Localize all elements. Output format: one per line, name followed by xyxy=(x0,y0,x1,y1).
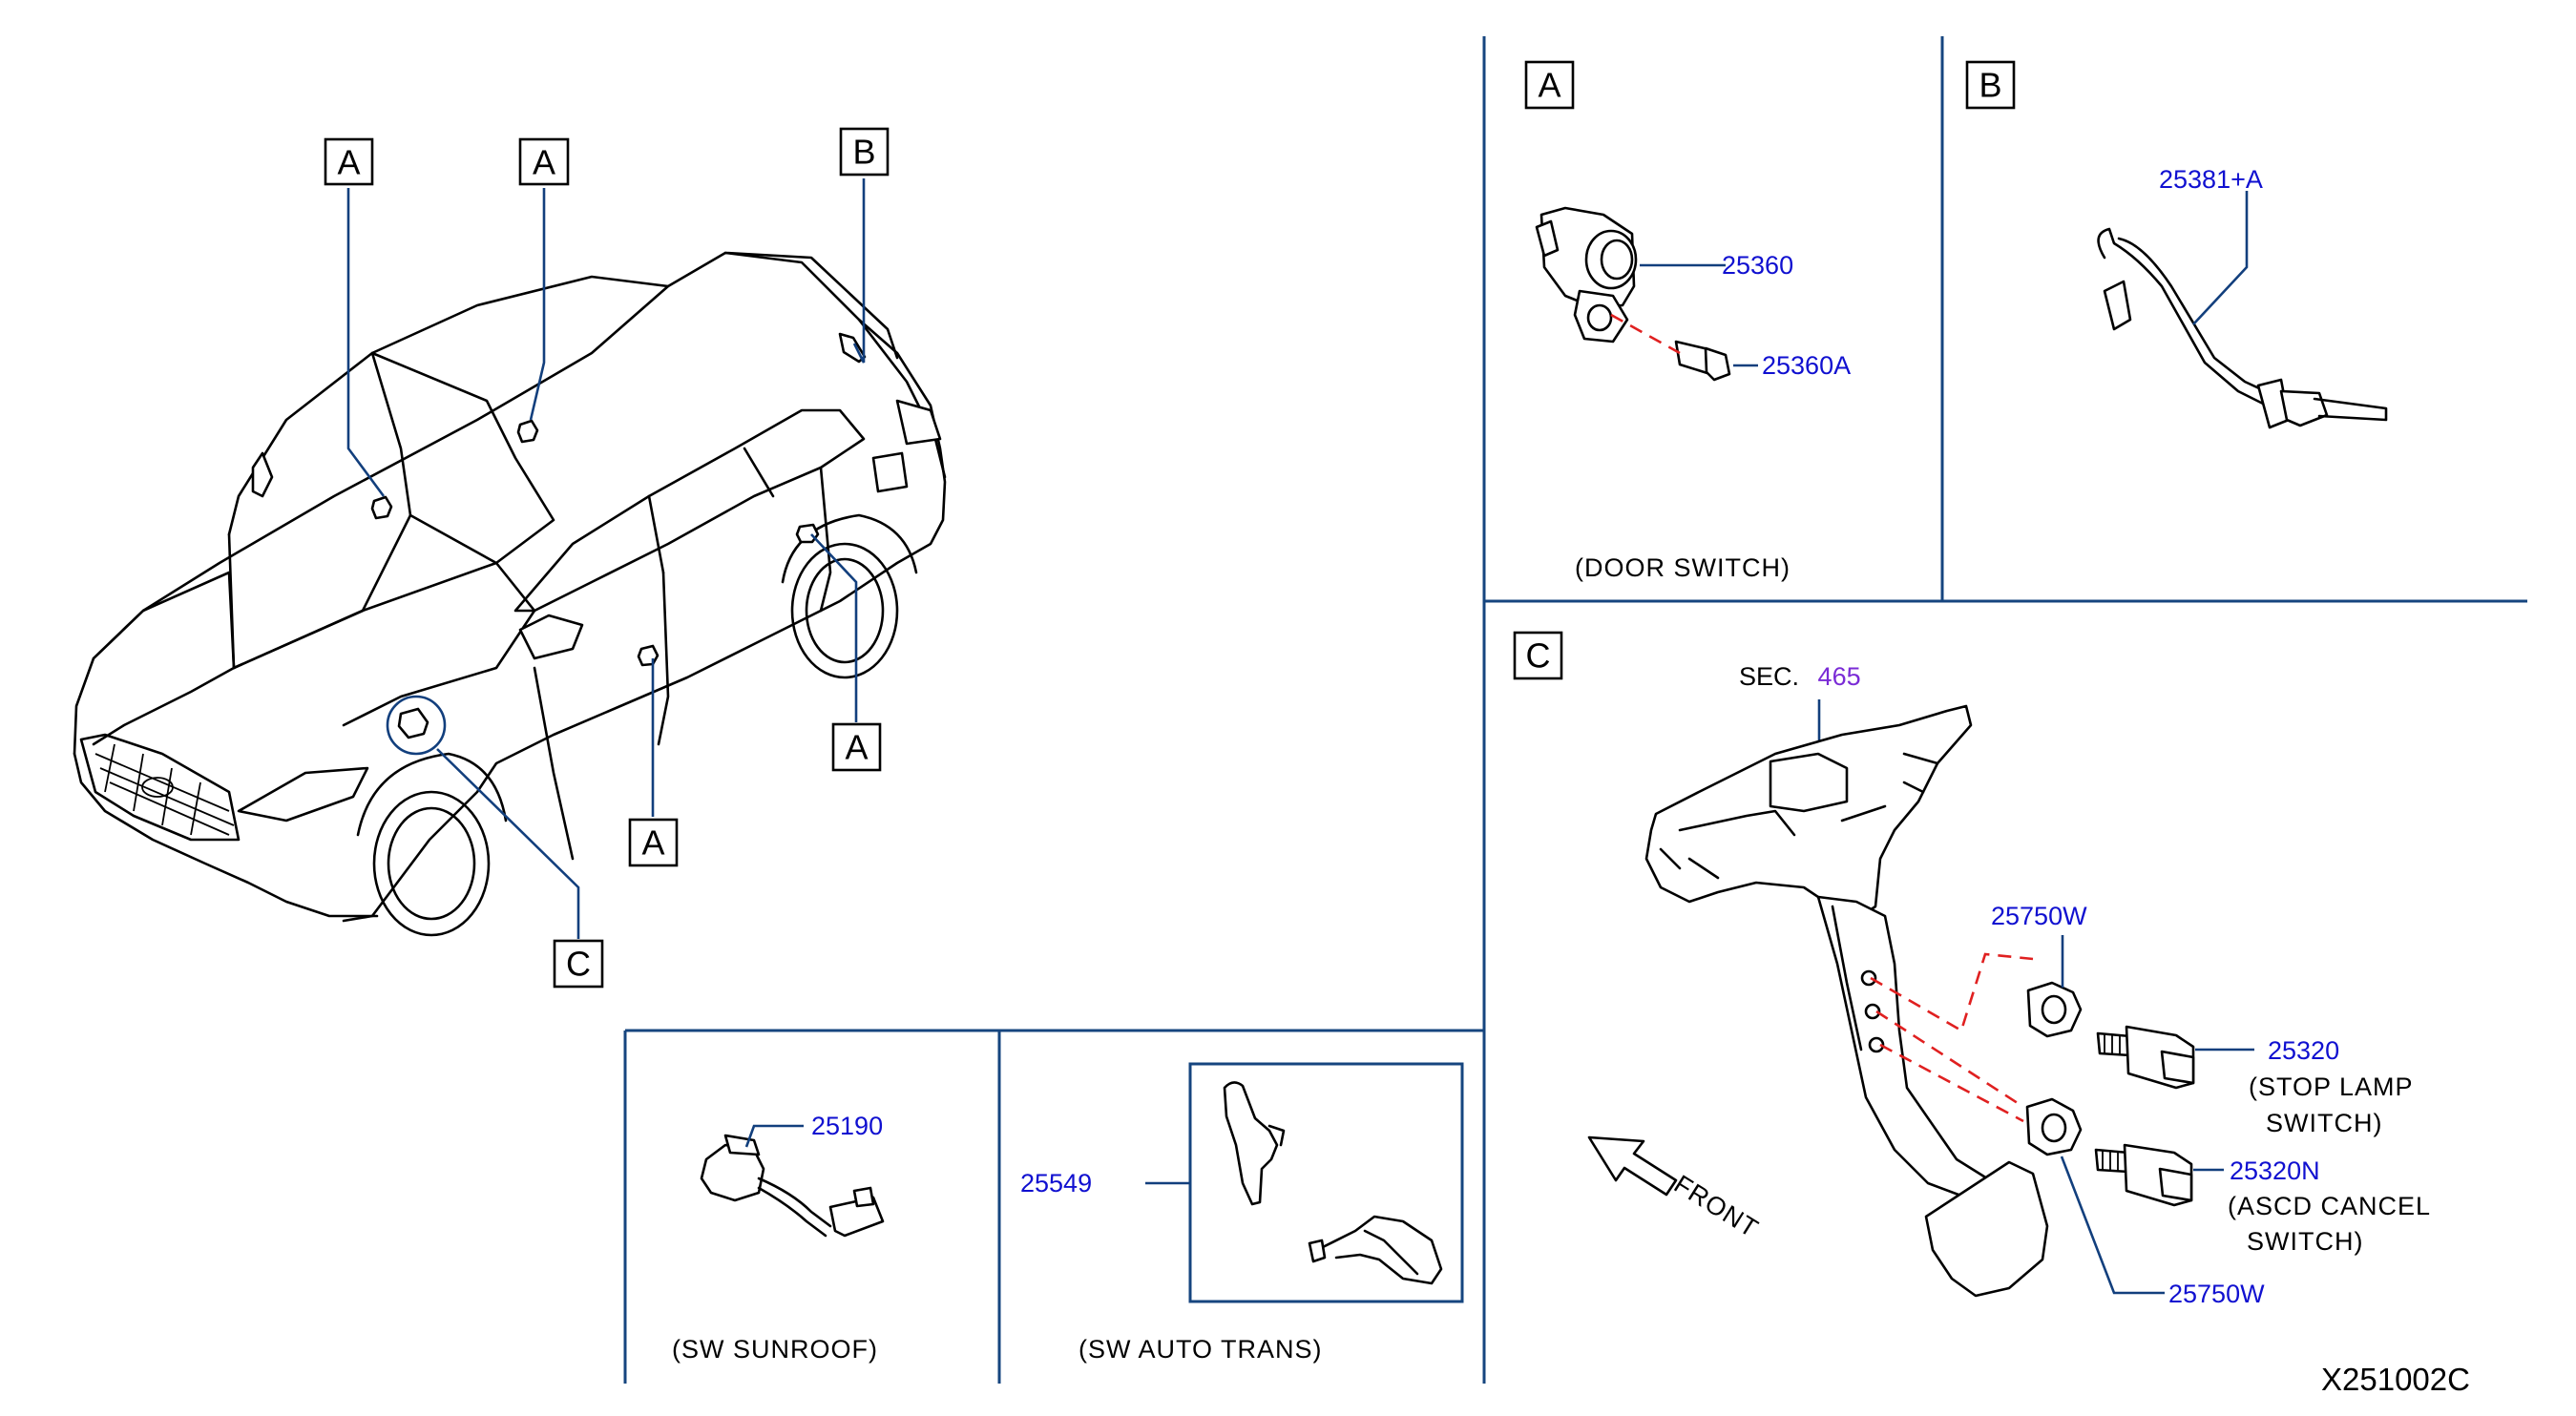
pedal-dashed-guides xyxy=(1870,952,2034,1123)
panel-a-caption: (DOOR SWITCH) xyxy=(1575,553,1791,582)
panel-b-tag: B xyxy=(1965,60,2016,110)
callout-b: B xyxy=(839,127,890,177)
svg-text:C: C xyxy=(1526,636,1551,676)
part-25190: 25190 xyxy=(811,1112,883,1140)
car-callout-leaders xyxy=(346,178,866,939)
part-25381a: 25381+A xyxy=(2159,165,2263,194)
part-25320: 25320 xyxy=(2268,1036,2339,1065)
leader-25190 xyxy=(744,1124,804,1148)
callout-a-1: A xyxy=(324,137,374,186)
part-25360a: 25360A xyxy=(1762,351,1851,380)
part-25360: 25360 xyxy=(1722,251,1793,280)
stop-lamp-caption-1: (STOP LAMP xyxy=(2249,1072,2414,1101)
callout-c-label: C xyxy=(566,945,591,984)
part-25320n: 25320N xyxy=(2230,1156,2320,1185)
callout-a-2: A xyxy=(518,137,570,186)
auto-trans-switch-drawing xyxy=(1223,1081,1443,1285)
retainer-bottom-drawing xyxy=(2025,1097,2083,1156)
ascd-caption-1: (ASCD CANCEL xyxy=(2228,1192,2431,1220)
front-direction-label: FRONT xyxy=(1669,1170,1764,1243)
stop-lamp-caption-2: SWITCH) xyxy=(2266,1109,2382,1137)
callout-a-1-label: A xyxy=(337,143,360,182)
door-switch-drawing xyxy=(1535,206,1731,382)
part-25750w-bottom: 25750W xyxy=(2168,1280,2265,1308)
sunroof-switch-drawing xyxy=(700,1134,885,1238)
callout-a-4-label: A xyxy=(641,823,664,863)
diagram-code: X251002C xyxy=(2321,1362,2470,1397)
pedal-bracket-drawing xyxy=(1644,704,2049,1298)
panel-dividers xyxy=(623,36,2527,1384)
panel-c-tag: C xyxy=(1513,631,1563,680)
ascd-switch-drawing xyxy=(2094,1143,2193,1207)
section-reference: SEC. 465 xyxy=(1739,662,1861,691)
pedal-leaders xyxy=(2060,935,2254,1295)
stop-lamp-switch-drawing xyxy=(2096,1025,2195,1090)
part-25549: 25549 xyxy=(1020,1169,1092,1197)
auto-trans-caption: (SW AUTO TRANS) xyxy=(1079,1335,1323,1364)
harness-drawing xyxy=(2097,227,2388,429)
part-25750w-top: 25750W xyxy=(1991,902,2087,930)
callout-a-2-label: A xyxy=(533,143,555,182)
callout-a-3: A xyxy=(831,722,882,772)
pedal-switch-location-circle xyxy=(386,695,447,756)
retainer-top-drawing xyxy=(2026,981,2083,1038)
svg-text:A: A xyxy=(1538,66,1560,105)
callout-c: C xyxy=(553,939,604,989)
sunroof-caption: (SW SUNROOF) xyxy=(672,1335,878,1364)
svg-text:B: B xyxy=(1979,66,2001,105)
door-switch-guide xyxy=(1610,313,1681,355)
callout-a-4: A xyxy=(628,818,679,867)
door-switch-locations xyxy=(370,332,867,739)
ascd-caption-2: SWITCH) xyxy=(2247,1227,2363,1256)
front-arrow-icon xyxy=(1587,1135,1678,1197)
leader-25381a xyxy=(2192,191,2249,325)
panel-a-tag: A xyxy=(1524,60,1575,110)
callout-a-3-label: A xyxy=(845,728,868,767)
vehicle-illustration xyxy=(73,251,947,937)
callout-b-label: B xyxy=(852,133,875,172)
